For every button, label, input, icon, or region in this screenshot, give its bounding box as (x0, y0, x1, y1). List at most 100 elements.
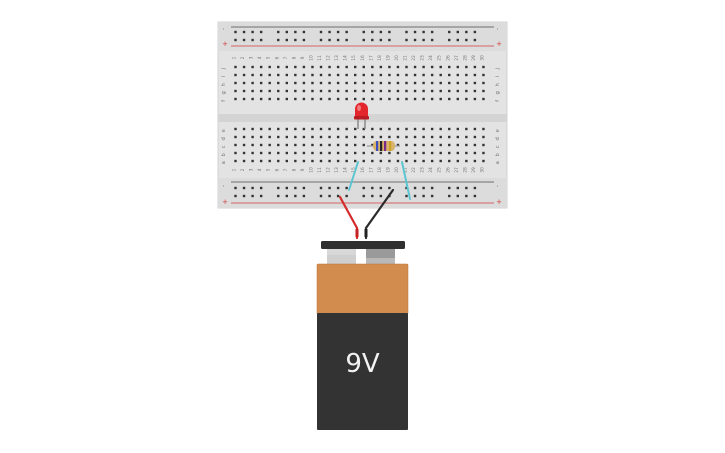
breadboard-hole[interactable] (379, 38, 383, 42)
breadboard-hole[interactable] (456, 38, 459, 42)
breadboard-hole[interactable] (388, 89, 391, 93)
breadboard-hole[interactable] (285, 127, 288, 131)
breadboard-hole[interactable] (345, 135, 348, 139)
breadboard-hole[interactable] (319, 73, 323, 77)
breadboard-hole[interactable] (456, 73, 459, 77)
breadboard-hole[interactable] (482, 73, 485, 77)
breadboard-hole[interactable] (294, 127, 297, 131)
breadboard-hole[interactable] (473, 73, 477, 77)
breadboard-hole[interactable] (465, 143, 468, 147)
breadboard-hole[interactable] (311, 143, 314, 147)
breadboard-hole[interactable] (311, 159, 314, 163)
breadboard-hole[interactable] (294, 186, 297, 190)
breadboard-hole[interactable] (259, 97, 263, 101)
breadboard-hole[interactable] (405, 143, 408, 147)
breadboard-hole[interactable] (405, 159, 408, 163)
breadboard-hole[interactable] (302, 89, 306, 93)
breadboard-hole[interactable] (430, 135, 434, 139)
breadboard-hole[interactable] (448, 135, 451, 139)
breadboard-hole[interactable] (302, 97, 306, 101)
breadboard-hole[interactable] (285, 97, 288, 101)
breadboard-hole[interactable] (482, 159, 485, 163)
breadboard-hole[interactable] (328, 81, 331, 85)
breadboard-hole[interactable] (422, 73, 425, 77)
breadboard-hole[interactable] (251, 186, 254, 190)
breadboard-hole[interactable] (405, 89, 408, 93)
breadboard-hole[interactable] (242, 135, 246, 139)
breadboard-hole[interactable] (413, 89, 417, 93)
breadboard-hole[interactable] (251, 30, 254, 34)
breadboard-hole[interactable] (405, 38, 408, 42)
breadboard-hole[interactable] (371, 151, 374, 155)
breadboard-hole[interactable] (336, 186, 340, 190)
breadboard-hole[interactable] (302, 194, 306, 198)
breadboard-hole[interactable] (405, 97, 408, 101)
breadboard-hole[interactable] (345, 143, 348, 147)
breadboard-hole[interactable] (388, 81, 391, 85)
breadboard-hole[interactable] (277, 135, 280, 139)
breadboard-hole[interactable] (473, 127, 477, 131)
breadboard-hole[interactable] (371, 30, 374, 34)
breadboard-hole[interactable] (294, 143, 297, 147)
breadboard-hole[interactable] (465, 30, 468, 34)
breadboard-hole[interactable] (294, 81, 297, 85)
breadboard-hole[interactable] (473, 194, 477, 198)
breadboard-hole[interactable] (396, 73, 400, 77)
breadboard-hole[interactable] (302, 151, 306, 155)
breadboard-hole[interactable] (242, 194, 246, 198)
breadboard-hole[interactable] (234, 38, 237, 42)
breadboard-hole[interactable] (422, 143, 425, 147)
breadboard-hole[interactable] (319, 194, 323, 198)
breadboard-hole[interactable] (439, 89, 442, 93)
breadboard-hole[interactable] (422, 97, 425, 101)
breadboard-hole[interactable] (379, 73, 383, 77)
breadboard-hole[interactable] (268, 65, 271, 69)
breadboard-hole[interactable] (405, 186, 408, 190)
breadboard-hole[interactable] (328, 30, 331, 34)
breadboard-hole[interactable] (336, 159, 340, 163)
breadboard-hole[interactable] (294, 73, 297, 77)
breadboard-hole[interactable] (396, 151, 400, 155)
breadboard-hole[interactable] (285, 38, 288, 42)
breadboard-hole[interactable] (362, 30, 365, 34)
breadboard-hole[interactable] (371, 65, 374, 69)
breadboard-hole[interactable] (328, 143, 331, 147)
breadboard-hole[interactable] (465, 127, 468, 131)
breadboard-hole[interactable] (311, 81, 314, 85)
breadboard-hole[interactable] (422, 38, 425, 42)
breadboard-hole[interactable] (422, 186, 425, 190)
breadboard-hole[interactable] (422, 127, 425, 131)
breadboard-hole[interactable] (328, 65, 331, 69)
breadboard-hole[interactable] (430, 159, 434, 163)
breadboard-hole[interactable] (294, 65, 297, 69)
breadboard-hole[interactable] (285, 89, 288, 93)
breadboard-hole[interactable] (413, 186, 417, 190)
breadboard-hole[interactable] (362, 135, 365, 139)
breadboard-hole[interactable] (465, 135, 468, 139)
breadboard-hole[interactable] (328, 73, 331, 77)
breadboard-hole[interactable] (362, 194, 365, 198)
breadboard-hole[interactable] (345, 159, 348, 163)
breadboard-hole[interactable] (345, 151, 348, 155)
breadboard-hole[interactable] (371, 127, 374, 131)
breadboard-hole[interactable] (302, 135, 306, 139)
breadboard-hole[interactable] (319, 127, 323, 131)
breadboard-hole[interactable] (319, 143, 323, 147)
breadboard-hole[interactable] (354, 73, 357, 77)
breadboard-hole[interactable] (345, 65, 348, 69)
breadboard-hole[interactable] (336, 65, 340, 69)
breadboard-hole[interactable] (362, 65, 365, 69)
breadboard-hole[interactable] (371, 143, 374, 147)
breadboard-hole[interactable] (456, 97, 459, 101)
breadboard-hole[interactable] (422, 151, 425, 155)
breadboard-hole[interactable] (465, 97, 468, 101)
breadboard-hole[interactable] (413, 30, 417, 34)
breadboard-hole[interactable] (345, 194, 348, 198)
breadboard-hole[interactable] (311, 73, 314, 77)
breadboard-hole[interactable] (456, 127, 459, 131)
breadboard-hole[interactable] (259, 159, 263, 163)
breadboard-hole[interactable] (473, 143, 477, 147)
breadboard-hole[interactable] (311, 65, 314, 69)
breadboard-hole[interactable] (268, 97, 271, 101)
breadboard-hole[interactable] (439, 127, 442, 131)
